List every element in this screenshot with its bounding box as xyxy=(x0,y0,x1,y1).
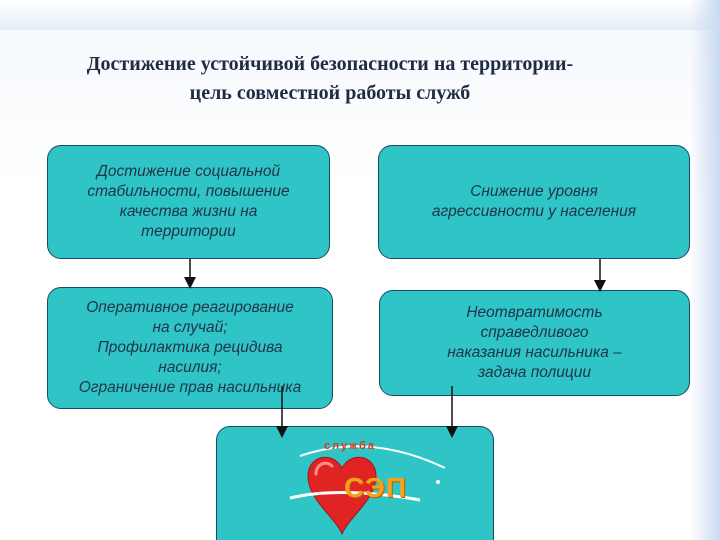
box-line: агрессивности у населения xyxy=(431,203,637,220)
box-line: Ограничение прав насильника xyxy=(78,379,302,396)
title-line-1: Достижение устойчивой безопасности на те… xyxy=(86,53,574,75)
heart-icon xyxy=(289,445,446,536)
header-band xyxy=(0,0,720,30)
box-line: Неотвратимость xyxy=(466,304,603,321)
box-line: справедливого xyxy=(480,324,589,341)
logo-main-text: СЭП xyxy=(344,472,407,503)
box-line: на случай; xyxy=(152,319,228,336)
box-line: Снижение уровня xyxy=(470,183,598,200)
box-operative-response: Оперативное реагирование на случай; Проф… xyxy=(47,287,333,409)
logo-arc-text: служба xyxy=(324,440,376,452)
box-line: наказания насильника – xyxy=(447,344,622,361)
box-social-stability: Достижение социальной стабильности, повы… xyxy=(47,145,330,259)
box-line: Оперативное реагирование xyxy=(86,299,294,316)
box-line: качества жизни на xyxy=(119,203,258,220)
box-line: Достижение социальной xyxy=(96,163,281,180)
box-line: стабильности, повышение xyxy=(87,183,290,200)
box-line: Профилактика рецидива xyxy=(97,339,283,356)
box-inevitable-punishment: Неотвратимость справедливого наказания н… xyxy=(379,290,690,396)
sep-logo: служба СЭП xyxy=(270,438,470,540)
slide-title: Достижение устойчивой безопасности на те… xyxy=(20,50,640,108)
box-line: территории xyxy=(141,223,236,240)
box-aggression-reduction: Снижение уровня агрессивности у населени… xyxy=(378,145,690,259)
box-line: насилия; xyxy=(158,359,222,376)
box-line: задача полиции xyxy=(477,364,591,381)
side-gradient xyxy=(690,0,720,540)
title-line-2: цель совместной работы служб xyxy=(189,82,471,104)
